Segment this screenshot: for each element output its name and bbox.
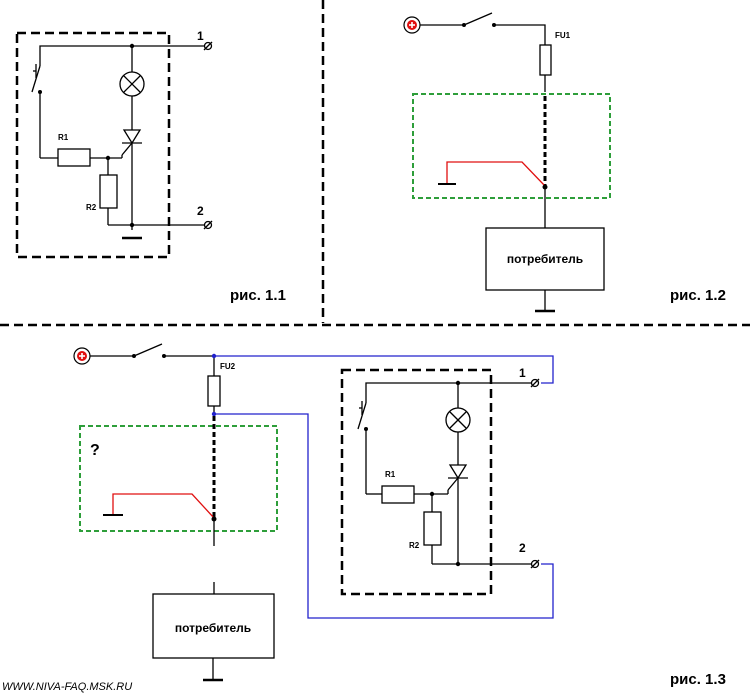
caption-1-3: рис. 1.3	[670, 671, 726, 688]
figure-1-2: FU1 потребитель рис. 1.2	[403, 12, 726, 313]
load-label: потребитель	[507, 252, 583, 266]
fuse-fu1	[539, 44, 552, 76]
fuse-fu1-label: FU1	[555, 31, 571, 40]
resistor-r2	[99, 174, 118, 209]
fuse-fu2-label: FU2	[220, 362, 236, 371]
terminal-1-label: 1	[197, 29, 204, 43]
relay-module-frame	[340, 368, 493, 596]
reed-switch	[31, 55, 42, 158]
relay-module-frame	[15, 31, 171, 259]
terminal-2: 2	[197, 204, 213, 230]
plus-terminal-icon	[73, 347, 91, 365]
terminal-2-label: 2	[519, 541, 526, 555]
question-mark: ?	[90, 442, 100, 459]
terminal-2-label: 2	[197, 204, 204, 218]
switch	[463, 12, 493, 26]
lamp	[119, 71, 145, 97]
unknown-zone	[79, 425, 278, 532]
figure-1-3: FU2 ? потребитель 1	[73, 343, 726, 688]
r2-label: R2	[409, 541, 420, 550]
caption-1-2: рис. 1.2	[670, 287, 726, 304]
plus-terminal-icon	[403, 16, 421, 34]
resistor-r2	[423, 511, 442, 546]
terminal-2: 2	[519, 541, 540, 569]
caption-1-1: рис. 1.1	[230, 287, 286, 304]
r1-label: R1	[385, 470, 396, 479]
fuse-fu2	[207, 375, 221, 407]
terminal-1-label: 1	[519, 366, 526, 380]
load-label: потребитель	[175, 621, 251, 635]
resistor-r1	[57, 148, 91, 167]
terminal-1: 1	[197, 29, 213, 51]
website-label: WWW.NIVA-FAQ.MSK.RU	[2, 681, 132, 693]
resistor-r1	[381, 485, 415, 504]
r1-label: R1	[58, 133, 69, 142]
lamp	[445, 407, 471, 433]
r2-label: R2	[86, 203, 97, 212]
terminal-1: 1	[519, 366, 540, 388]
reed-switch	[357, 392, 368, 494]
figure-1-1: 1 R1	[15, 29, 286, 304]
unknown-zone	[412, 93, 611, 199]
switch	[133, 343, 163, 357]
